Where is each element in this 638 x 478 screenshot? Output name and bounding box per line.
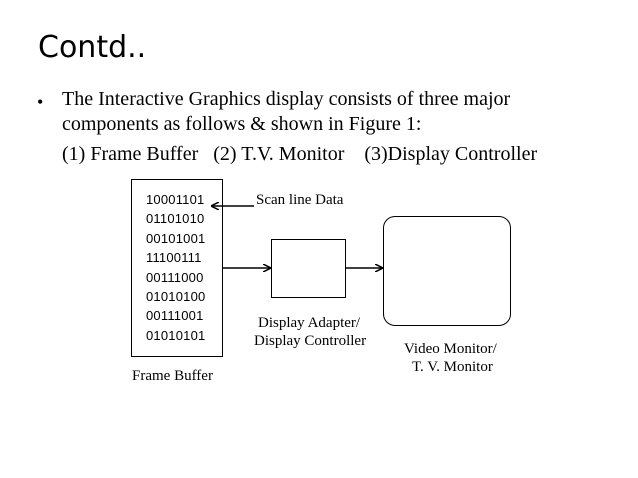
monitor-label-line-2: T. V. Monitor [412,359,493,375]
bit-row: 01010101 [146,327,206,343]
monitor-label-line-1: Video Monitor/ [404,341,497,357]
frame-buffer-bits: 10001101 01101010 00101001 11100111 0011… [146,190,205,345]
adapter-label-line-1: Display Adapter/ [258,315,361,331]
bit-row: 00101001 [146,230,206,246]
bullet-text-line-1: The Interactive Graphics display consist… [62,88,511,110]
slide-title: Contd.. [38,30,147,65]
bit-row: 00111000 [146,269,204,285]
bit-row: 01010100 [146,288,206,304]
display-adapter-box [271,239,346,298]
adapter-label-line-2: Display Controller [254,333,367,349]
bit-row: 00111001 [146,308,204,324]
bit-row: 11100111 [146,250,202,266]
bullet-marker: • [37,92,44,112]
bit-row: 10001101 [146,192,205,207]
frame-buffer-label: Frame Buffer [132,368,213,384]
frame-buffer-box [131,179,223,357]
components-list-line: (1) Frame Buffer (2) T.V. Monitor (3)Dis… [62,143,538,165]
video-monitor-box [383,216,511,326]
bit-row: 01101010 [146,211,205,227]
scan-line-label: Scan line Data [256,192,344,208]
bullet-text-line-2: components as follows & shown in Figure … [62,113,422,135]
